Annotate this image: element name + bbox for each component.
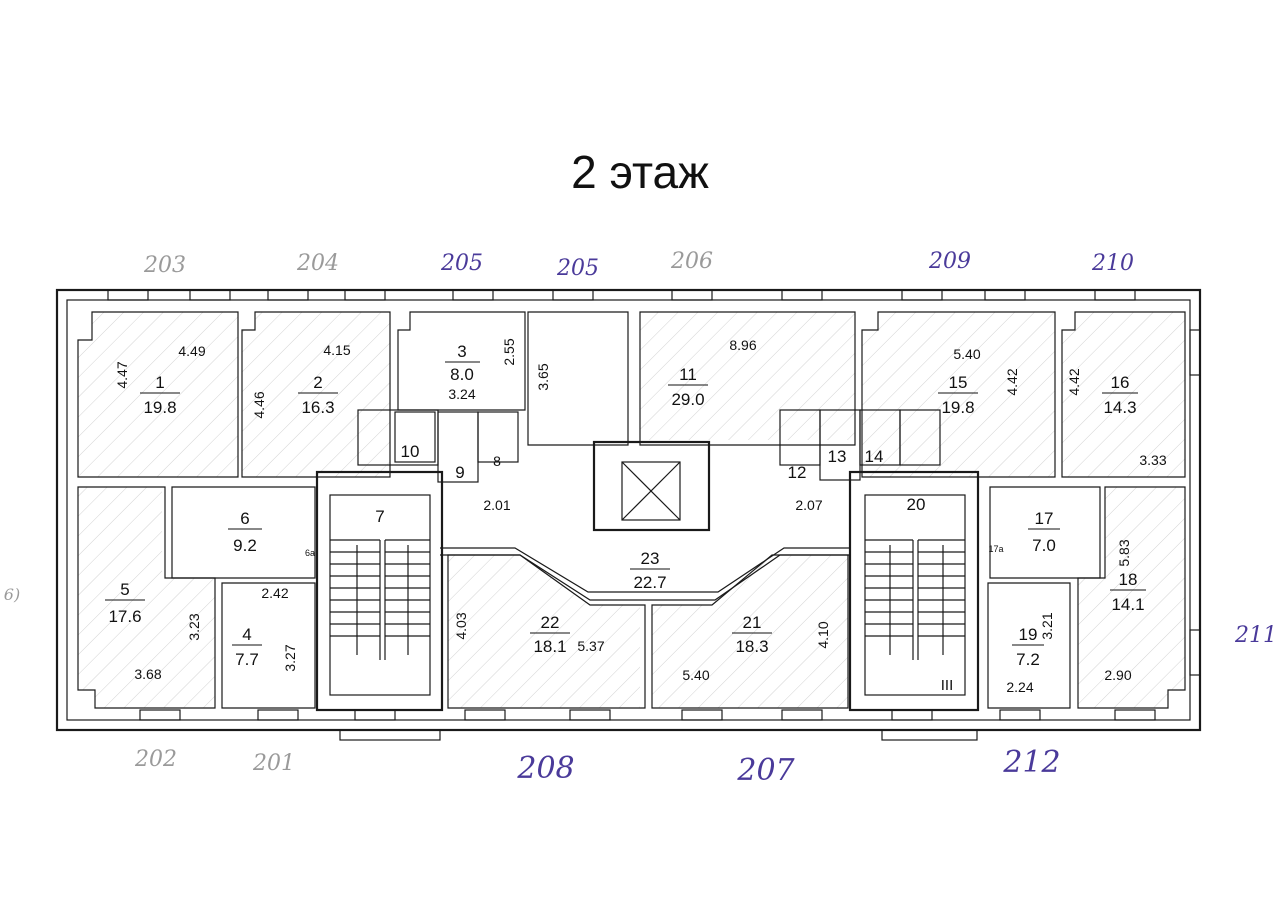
handwritten-office-number: 208 (516, 751, 574, 786)
room-1-area: 19.8 (143, 398, 176, 417)
dim-label: 2.07 (795, 497, 822, 513)
room-5-num: 5 (120, 580, 129, 599)
stair-roman-label: III (941, 677, 954, 694)
windows (107, 289, 1201, 741)
room-17-num: 17 (1035, 509, 1054, 528)
room-23-num: 23 (641, 549, 660, 568)
room-18-area: 14.1 (1111, 595, 1144, 614)
dim-label: 4.10 (815, 621, 831, 648)
room-17a-num: 17а (988, 544, 1003, 554)
dim-label: 4.42 (1066, 368, 1082, 395)
room-16-num: 16 (1111, 373, 1130, 392)
room-22-area: 18.1 (533, 637, 566, 656)
dim-label: 2.90 (1104, 667, 1131, 683)
room-15-num: 15 (949, 373, 968, 392)
room-2-area: 16.3 (301, 398, 334, 417)
room-15-area: 19.8 (941, 398, 974, 417)
dim-label: 4.03 (453, 612, 469, 639)
dim-label: 5.37 (577, 638, 604, 654)
room-10-num: 10 (401, 442, 420, 461)
room-8-num: 8 (493, 453, 501, 469)
dim-label: 3.24 (448, 386, 475, 402)
room-16-area: 14.3 (1103, 398, 1136, 417)
room-14-num: 14 (865, 447, 884, 466)
handwritten-office-number: 201 (252, 751, 295, 776)
dim-label: 4.46 (251, 391, 267, 418)
dim-label: 2.24 (1006, 679, 1033, 695)
room-6a-num: 6а (305, 548, 315, 558)
dim-label: 4.15 (323, 342, 350, 358)
dim-label: 2.01 (483, 497, 510, 513)
room-2-num: 2 (313, 373, 322, 392)
handwritten-office-number: 6) (4, 585, 20, 604)
handwritten-office-number: 202 (134, 747, 177, 772)
handwritten-office-number: 205 (440, 251, 483, 276)
building-outline (55, 288, 1202, 732)
dim-label: 2.55 (501, 338, 517, 365)
room-20-num: 20 (907, 495, 926, 514)
handwritten-office-number: 204 (296, 251, 339, 276)
handwritten-office-number: 203 (143, 253, 186, 278)
room-17-area: 7.0 (1032, 536, 1056, 555)
room-9-num: 9 (455, 463, 464, 482)
handwritten-office-number: 210 (1091, 251, 1134, 276)
room-3-num: 3 (457, 342, 466, 361)
room-12-num: 12 (788, 463, 807, 482)
room-5-area: 17.6 (108, 607, 141, 626)
dim-label: 5.40 (682, 667, 709, 683)
room-19-num: 19 (1019, 625, 1038, 644)
room-11-num: 11 (679, 365, 697, 384)
dim-label: 3.65 (535, 363, 551, 390)
handwritten-office-number: 212 (1002, 745, 1060, 780)
handwritten-office-number: 209 (928, 249, 971, 274)
room-21-num: 21 (743, 613, 762, 632)
dim-label: 2.42 (261, 585, 288, 601)
handwritten-office-number: 211 (1234, 623, 1277, 648)
room-13-num: 13 (828, 447, 847, 466)
room-23-area: 22.7 (633, 573, 666, 592)
room-19-area: 7.2 (1016, 650, 1040, 669)
room-hatching (78, 312, 1185, 708)
room-11-area: 29.0 (671, 390, 704, 409)
handwritten-office-number: 207 (736, 753, 795, 788)
dim-label: 3.33 (1139, 452, 1166, 468)
dim-label: 3.68 (134, 666, 161, 682)
handwritten-office-number: 205 (556, 256, 599, 281)
dim-label: 4.42 (1004, 368, 1020, 395)
room-4-num: 4 (242, 625, 251, 644)
dim-label: 3.21 (1039, 612, 1055, 639)
dim-label: 4.49 (178, 343, 205, 359)
room-6-area: 9.2 (233, 536, 257, 555)
room-21-area: 18.3 (735, 637, 768, 656)
dim-label: 8.96 (729, 337, 756, 353)
room-7-num: 7 (375, 507, 384, 526)
room-6-num: 6 (240, 509, 249, 528)
room-18-num: 18 (1119, 570, 1138, 589)
handwritten-office-number: 206 (670, 249, 713, 274)
dim-label: 3.23 (186, 613, 202, 640)
room-22-num: 22 (541, 613, 560, 632)
dim-label: 3.27 (282, 644, 298, 671)
dim-label: 5.40 (953, 346, 980, 362)
room-4-area: 7.7 (235, 650, 259, 669)
room-3-area: 8.0 (450, 365, 474, 384)
dim-label: 5.83 (1116, 539, 1132, 566)
room-1-num: 1 (155, 373, 164, 392)
page-title: 2 этаж (571, 146, 709, 198)
dim-label: 4.47 (114, 361, 130, 388)
